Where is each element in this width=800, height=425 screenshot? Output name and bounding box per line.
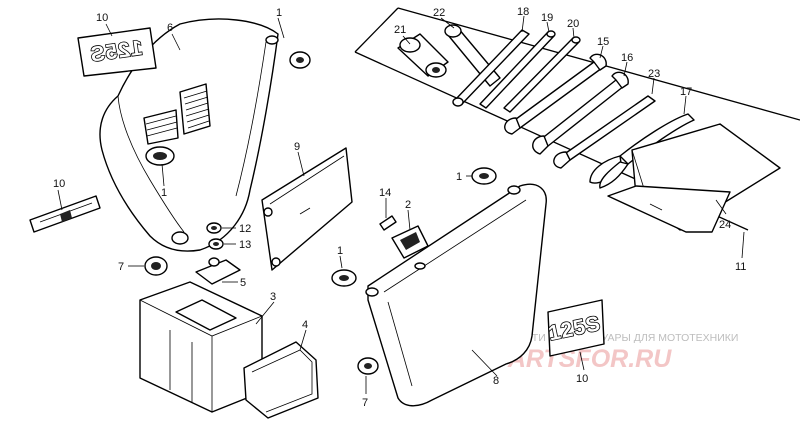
emblem-left-10: 125S — [77, 27, 157, 77]
callout-1: 1 — [337, 245, 343, 257]
callout-10: 10 — [576, 373, 588, 385]
callout-15: 15 — [597, 36, 609, 48]
wrench-16 — [532, 71, 629, 155]
callout-7: 7 — [362, 397, 368, 409]
panel-9 — [261, 147, 353, 271]
screwdriver-20 — [503, 36, 581, 113]
callout-24: 24 — [719, 219, 731, 231]
screwdriver-18 — [452, 29, 530, 107]
grommet-1-right — [471, 167, 497, 185]
callout-18: 18 — [517, 6, 529, 18]
callout-21: 21 — [394, 24, 406, 36]
callout-22: 22 — [433, 7, 445, 19]
screwdriver-19 — [479, 30, 556, 109]
emblem-side-10 — [29, 195, 101, 233]
wrench-23 — [553, 95, 656, 169]
callout-1: 1 — [161, 187, 167, 199]
right-side-cover-8 — [365, 183, 547, 407]
bolt-14 — [379, 215, 397, 231]
callout-14: 14 — [379, 187, 391, 199]
battery-box-3 — [139, 281, 263, 413]
wrench-15 — [504, 53, 607, 135]
callout-7: 7 — [118, 261, 124, 273]
callout-1: 1 — [456, 171, 462, 183]
callout-16: 16 — [621, 52, 633, 64]
callout-10: 10 — [53, 178, 65, 190]
callout-4: 4 — [302, 319, 308, 331]
callout-8: 8 — [493, 375, 499, 387]
tool-bag-24 — [607, 123, 781, 233]
callout-19: 19 — [541, 12, 553, 24]
callout-6: 6 — [167, 22, 173, 34]
callout-23: 23 — [648, 68, 660, 80]
callout-9: 9 — [294, 141, 300, 153]
callout-10: 10 — [96, 12, 108, 24]
grommet-1-middle — [331, 269, 357, 287]
grommet-7-right — [357, 357, 379, 375]
callout-3: 3 — [270, 291, 276, 303]
emblem-right-10: 125S — [546, 299, 605, 357]
callout-11: 11 — [735, 261, 746, 273]
clip-2 — [391, 225, 429, 259]
callout-5: 5 — [240, 277, 246, 289]
callout-20: 20 — [567, 18, 579, 30]
callout-17: 17 — [680, 86, 692, 98]
nut-13 — [208, 238, 224, 250]
grommet-1-top — [289, 51, 311, 69]
callout-1: 1 — [276, 7, 282, 19]
left-side-cover-6 — [99, 18, 279, 252]
bracket-5 — [195, 257, 241, 285]
leader-lines — [57, 15, 745, 394]
grommet-7-left — [144, 256, 168, 276]
callout-2: 2 — [405, 199, 411, 211]
socket-wrench-21 — [397, 33, 449, 78]
callout-numbers: 10 6 1 1 10 7 9 12 13 5 3 4 14 2 1 1 7 8… — [53, 6, 746, 409]
callout-12: 12 — [239, 223, 251, 235]
callout-13: 13 — [239, 239, 251, 251]
battery-cover-4 — [243, 341, 319, 419]
nut-12 — [206, 222, 222, 234]
